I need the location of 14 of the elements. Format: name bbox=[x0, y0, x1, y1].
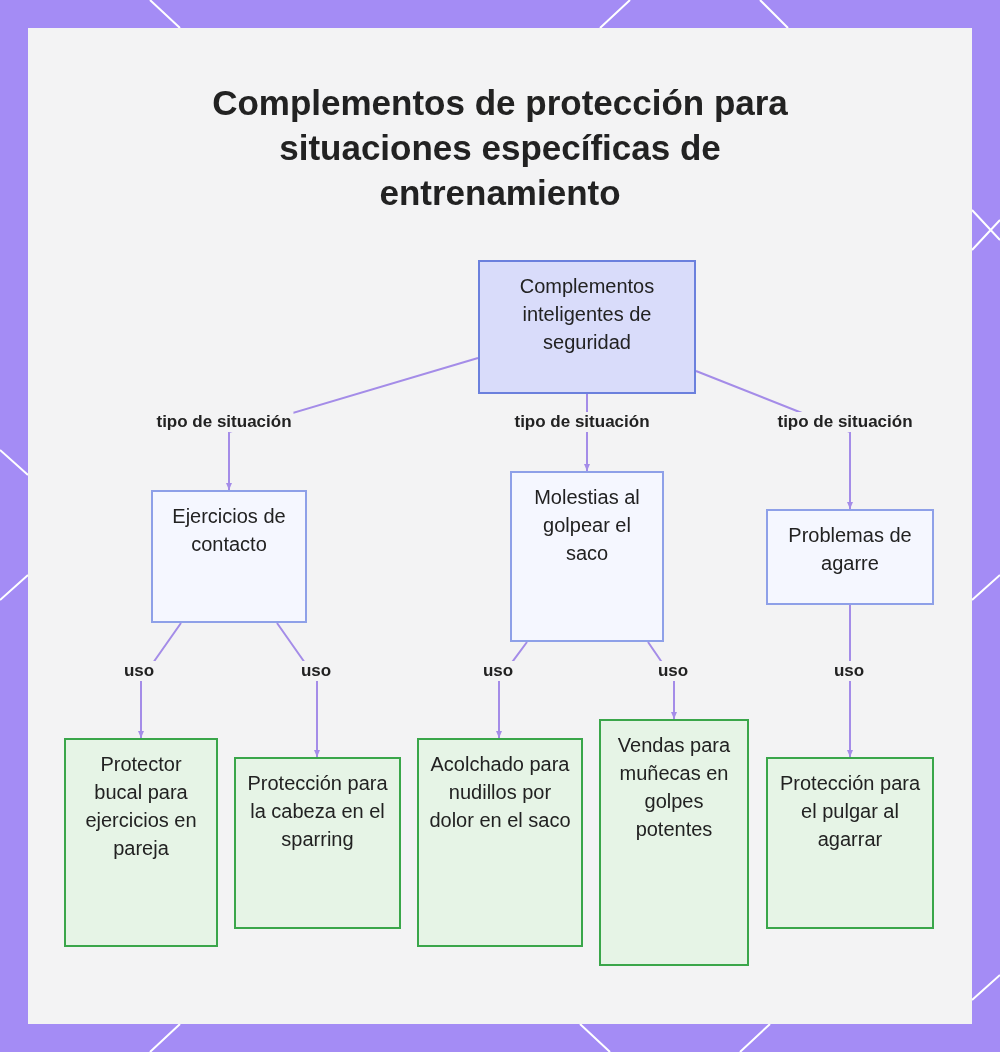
diagram-title: Complementos de protección para situaciones específicas de entrenamiento bbox=[211, 82, 789, 214]
equipment-box: Protector bucal para ejercicios en pareja bbox=[64, 738, 218, 947]
root-concept-box: Complementos inteligentes de seguridad bbox=[478, 260, 696, 394]
edge-label: tipo de situación bbox=[512, 412, 652, 432]
situation-box: Molestias al golpear el saco bbox=[510, 471, 664, 642]
situation-box: Ejercicios de contacto bbox=[151, 490, 307, 623]
edge-label: tipo de situación bbox=[775, 412, 915, 432]
equipment-box: Acolchado para nudillos por dolor en el saco bbox=[417, 738, 583, 947]
edge-label: tipo de situación bbox=[154, 412, 294, 432]
equipment-box: Protección para la cabeza en el sparring bbox=[234, 757, 401, 929]
connector-arrow bbox=[847, 604, 853, 758]
equipment-box: Protección para el pulgar al agarrar bbox=[766, 757, 934, 929]
equipment-box: Vendas para muñecas en golpes potentes bbox=[599, 719, 749, 966]
situation-box: Problemas de agarre bbox=[766, 509, 934, 605]
